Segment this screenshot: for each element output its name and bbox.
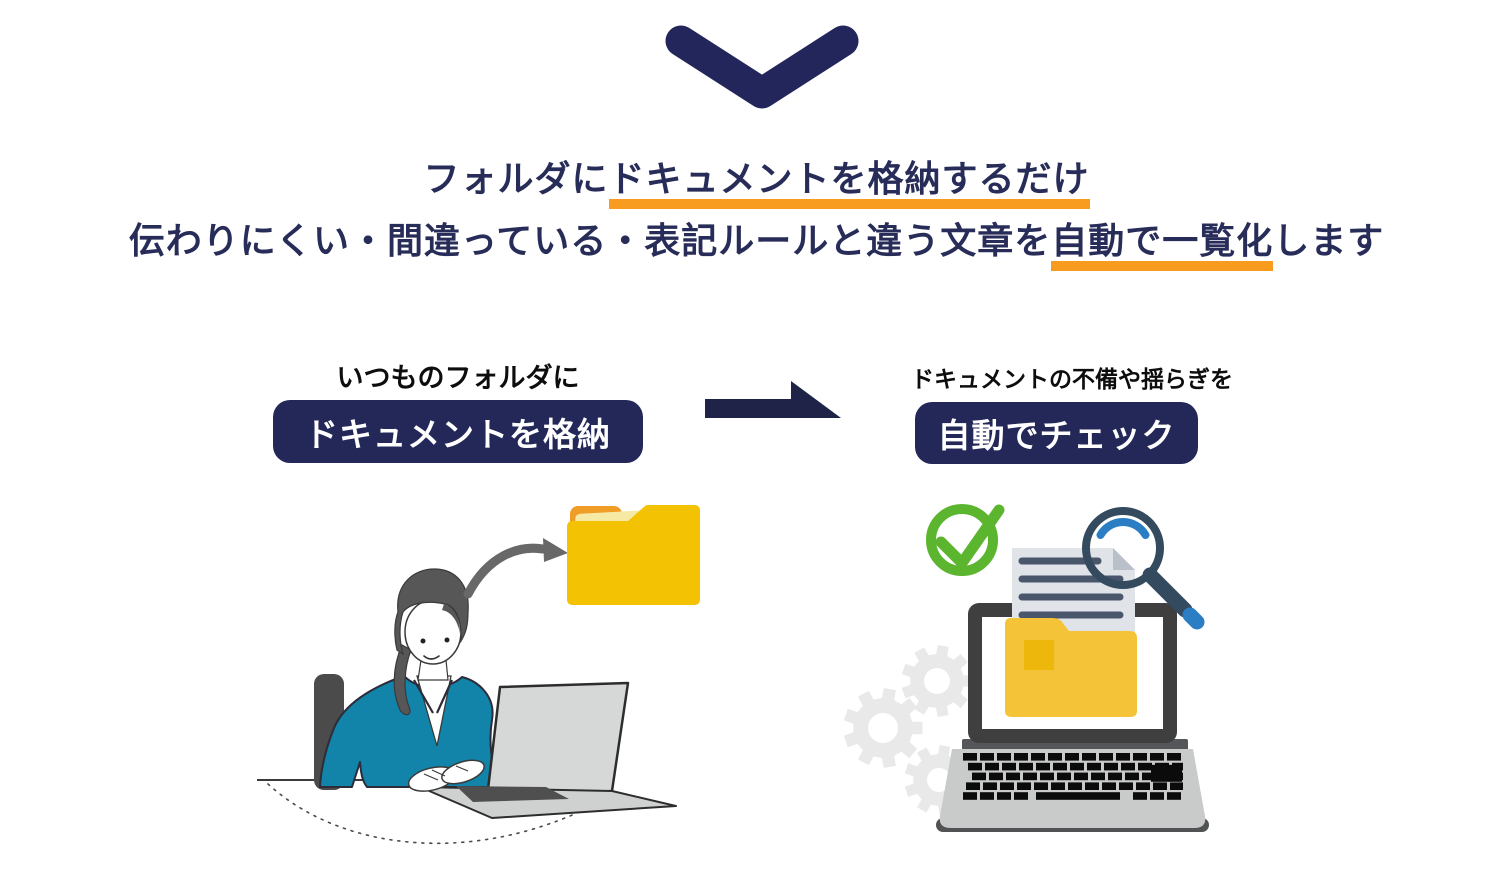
hands bbox=[407, 759, 485, 792]
desk-dotted-edge bbox=[267, 783, 593, 844]
headline-line1: フォルダにドキュメントを格納するだけ bbox=[26, 148, 1487, 210]
step-right-caption: ドキュメントの不備や揺らぎを bbox=[911, 366, 1233, 392]
headline-line1-plain: フォルダに bbox=[423, 158, 609, 199]
laptop-side-icon bbox=[419, 681, 677, 819]
upload-arrow-icon bbox=[463, 538, 568, 599]
folder-icon bbox=[1005, 618, 1137, 717]
step-left-badge: ドキュメントを格納 bbox=[273, 400, 643, 463]
headline-line2-highlight: 自動で一覧化 bbox=[1051, 220, 1274, 271]
folder-icon bbox=[567, 505, 700, 605]
chevron-down-icon bbox=[665, 25, 859, 109]
headline-line2-plain-before: 伝わりにくい・間違っている・表記ルールと違う文章を bbox=[128, 220, 1052, 261]
illustration-auto-check bbox=[843, 504, 1209, 832]
woman-at-laptop-icon bbox=[319, 568, 501, 788]
illustration-upload-to-folder bbox=[257, 505, 700, 844]
step-left-caption: いつものフォルダに bbox=[336, 363, 580, 393]
magnifier-icon bbox=[1082, 507, 1205, 630]
arrow-right-icon bbox=[705, 381, 841, 418]
headline: フォルダにドキュメントを格納するだけ 伝わりにくい・間違っている・表記ルールと違… bbox=[0, 148, 1487, 272]
keyboard-keys bbox=[963, 753, 1183, 800]
headline-line2-plain-after: します bbox=[1273, 220, 1385, 261]
check-circle-icon bbox=[926, 504, 1005, 576]
headline-line2: 伝わりにくい・間違っている・表記ルールと違う文章を自動で一覧化します bbox=[26, 210, 1487, 272]
step-right-badge: 自動でチェック bbox=[915, 402, 1198, 464]
headline-line1-highlight: ドキュメントを格納するだけ bbox=[608, 158, 1090, 209]
